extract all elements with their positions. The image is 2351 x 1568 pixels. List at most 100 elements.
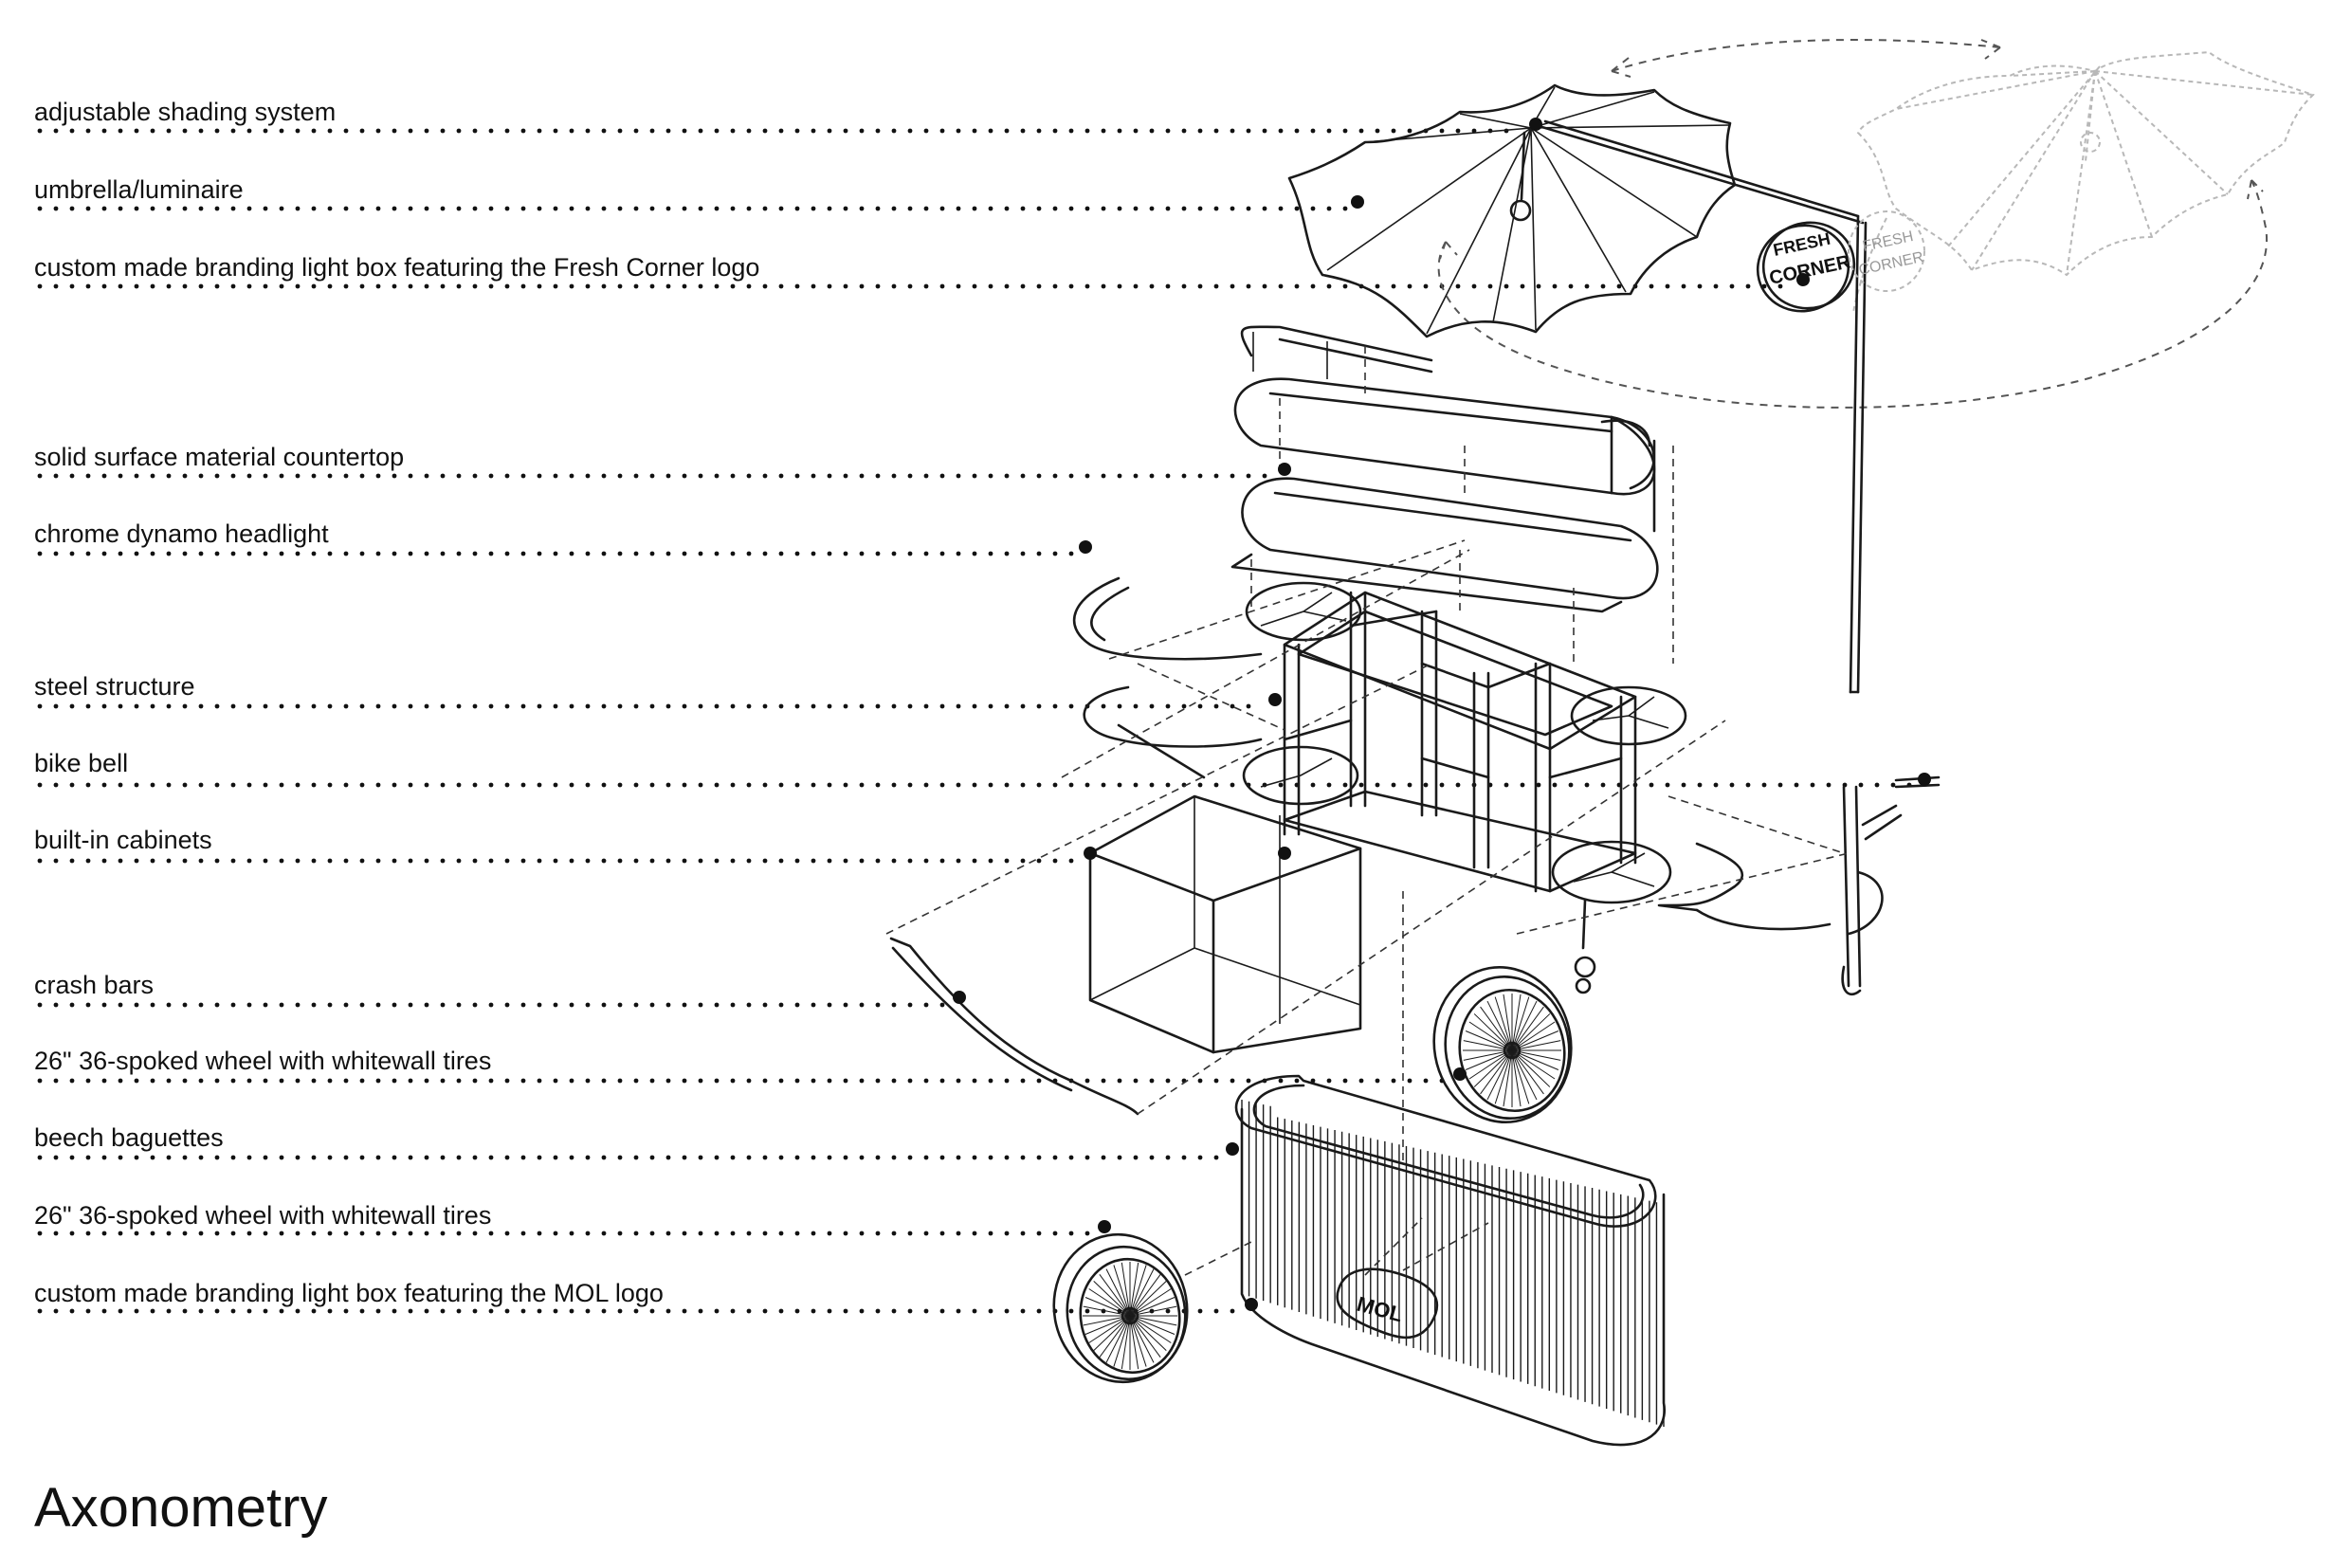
leader-dot xyxy=(504,551,510,556)
leader-dot xyxy=(923,1155,929,1160)
leader-dot xyxy=(988,1155,993,1160)
leader-dot xyxy=(359,206,365,211)
leader-dot xyxy=(1294,283,1300,289)
leader-dot xyxy=(1133,283,1139,289)
leader-dot xyxy=(488,1155,494,1160)
leader-dot xyxy=(520,551,526,556)
leader-dot xyxy=(1149,283,1155,289)
leader-dot xyxy=(875,1155,881,1160)
leader-dot xyxy=(198,1155,204,1160)
leader-dot xyxy=(1213,782,1219,788)
leader-dot xyxy=(504,703,510,709)
leader-dot xyxy=(488,858,494,864)
leader-dot xyxy=(1197,782,1203,788)
leader-dot xyxy=(1213,1308,1219,1314)
leader-dot xyxy=(440,283,446,289)
leader-dot xyxy=(746,782,752,788)
leader-dot xyxy=(553,283,558,289)
leader-dot xyxy=(698,128,703,134)
spoke xyxy=(1511,1006,1544,1051)
leader-dot xyxy=(279,206,284,211)
leader-dot xyxy=(424,551,429,556)
leader-dot xyxy=(649,703,655,709)
leader-dot xyxy=(1230,703,1235,709)
leader-dot xyxy=(295,1002,301,1008)
leader-dot xyxy=(746,858,752,864)
leader-dot xyxy=(1213,206,1219,211)
leader-dot xyxy=(811,1078,816,1084)
leader-dot xyxy=(53,551,59,556)
leader-dot xyxy=(537,1078,542,1084)
leader-dot xyxy=(730,1155,736,1160)
leader-dot xyxy=(1084,1231,1090,1236)
leader-dot xyxy=(375,1078,381,1084)
leader-dot xyxy=(69,858,75,864)
leader-dot xyxy=(1342,782,1348,788)
leader-dot xyxy=(1020,128,1026,134)
leader-dot xyxy=(101,703,107,709)
leader-dot xyxy=(811,1155,816,1160)
leader-dot xyxy=(665,1308,671,1314)
leader-dot xyxy=(311,1078,317,1084)
leader-dot xyxy=(472,283,478,289)
leader-dot xyxy=(891,703,897,709)
leader-dot xyxy=(956,858,961,864)
leader-dot xyxy=(923,551,929,556)
leader-dot xyxy=(1004,1155,1010,1160)
leader-dot xyxy=(827,1155,832,1160)
leader-dot xyxy=(730,858,736,864)
leader-dot xyxy=(939,128,945,134)
leader-dot xyxy=(698,1308,703,1314)
leader-dot xyxy=(246,703,252,709)
bike-bell-assembly xyxy=(1695,775,1941,996)
leader-dot xyxy=(295,206,301,211)
leader-dot xyxy=(279,551,284,556)
leader-dot xyxy=(617,551,623,556)
leader-dot xyxy=(279,283,284,289)
spoke xyxy=(1494,996,1513,1051)
leader-dot xyxy=(504,473,510,479)
leader-dot xyxy=(859,283,865,289)
leader-dot xyxy=(1858,782,1864,788)
leader-dot xyxy=(956,283,961,289)
leader-dot xyxy=(440,703,446,709)
leader-dot xyxy=(69,1308,75,1314)
leader-dot xyxy=(585,283,591,289)
leader-dot xyxy=(1439,128,1445,134)
leader-dot xyxy=(230,1308,236,1314)
leader-dot xyxy=(424,1078,429,1084)
leader-dot xyxy=(682,858,687,864)
leader-dot xyxy=(569,782,574,788)
leader-dot xyxy=(230,703,236,709)
leader-dot xyxy=(972,703,977,709)
spoke xyxy=(1486,1049,1513,1101)
leader-dot xyxy=(665,782,671,788)
leader-dot xyxy=(327,858,333,864)
spoke xyxy=(1129,1262,1139,1317)
leader-dot xyxy=(1181,703,1187,709)
leader-dot xyxy=(504,1308,510,1314)
leader-dot xyxy=(875,782,881,788)
leader-dot xyxy=(263,1078,268,1084)
leader-dot xyxy=(1101,703,1106,709)
leader-dot xyxy=(1020,206,1026,211)
leader-dot xyxy=(682,1002,687,1008)
leader-dot xyxy=(504,1078,510,1084)
leader-dot xyxy=(101,206,107,211)
leader-dot xyxy=(1197,128,1203,134)
leader-dot xyxy=(343,206,349,211)
leader-dot xyxy=(440,1231,446,1236)
leader-dot xyxy=(37,473,43,479)
leader-dot xyxy=(875,283,881,289)
leader-dot xyxy=(198,473,204,479)
leader-dot xyxy=(1133,206,1139,211)
leader-dot xyxy=(1552,283,1558,289)
leader-dot xyxy=(553,206,558,211)
leader-dot xyxy=(295,551,301,556)
ghost-umbrella xyxy=(1852,50,2315,314)
leader-dot xyxy=(553,1231,558,1236)
leader-dot xyxy=(392,1231,397,1236)
leader-dot xyxy=(988,283,993,289)
leader-dot xyxy=(875,473,881,479)
leader-dot xyxy=(85,1078,91,1084)
